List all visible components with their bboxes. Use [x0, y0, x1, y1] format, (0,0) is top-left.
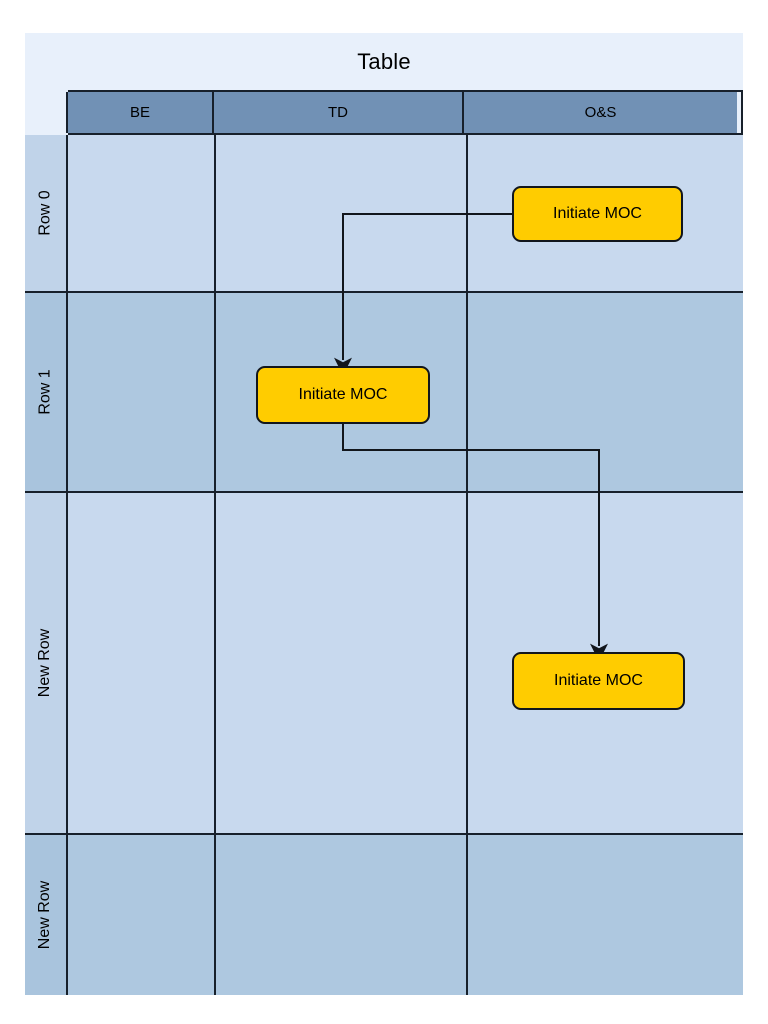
flow-node-label: Initiate MOC [554, 672, 643, 689]
table-cell[interactable] [216, 135, 468, 291]
column-header-be[interactable]: BE [66, 92, 214, 133]
table-cell[interactable] [468, 835, 743, 995]
row-label: Row 0 [36, 190, 54, 236]
row-cells [68, 835, 743, 995]
row-label-cell[interactable]: Row 1 [25, 293, 68, 491]
row-label-cell[interactable]: New Row [25, 835, 68, 995]
column-header-label: TD [328, 104, 348, 121]
row-label: New Row [36, 628, 54, 698]
column-header-label: O&S [584, 104, 617, 121]
row-label: New Row [36, 880, 54, 950]
table-cell[interactable] [216, 835, 468, 995]
table-cell[interactable] [68, 493, 216, 833]
column-header-row: BE TD O&S [66, 90, 743, 135]
flow-node-label: Initiate MOC [298, 386, 388, 403]
flow-node-label: Initiate MOC [553, 205, 642, 222]
column-header-td[interactable]: TD [212, 92, 464, 133]
table-cell[interactable] [468, 293, 743, 491]
column-header-label: BE [129, 104, 150, 121]
row-label-cell[interactable]: Row 0 [25, 135, 68, 291]
row-label: Row 1 [36, 369, 54, 415]
table-row: New Row [25, 835, 743, 995]
flow-node-node-0[interactable]: Initiate MOC [512, 186, 683, 242]
flow-node-node-2[interactable]: Initiate MOC [512, 652, 685, 710]
header-gutter [25, 90, 68, 135]
table-title: Table [25, 33, 743, 90]
table-cell[interactable] [68, 293, 216, 491]
row-label-cell[interactable]: New Row [25, 493, 68, 833]
table-cell[interactable] [68, 135, 216, 291]
table-cell[interactable] [216, 493, 468, 833]
flow-node-node-1[interactable]: Initiate MOC [256, 366, 430, 424]
table-cell[interactable] [68, 835, 216, 995]
column-header-o-s[interactable]: O&S [462, 92, 737, 133]
